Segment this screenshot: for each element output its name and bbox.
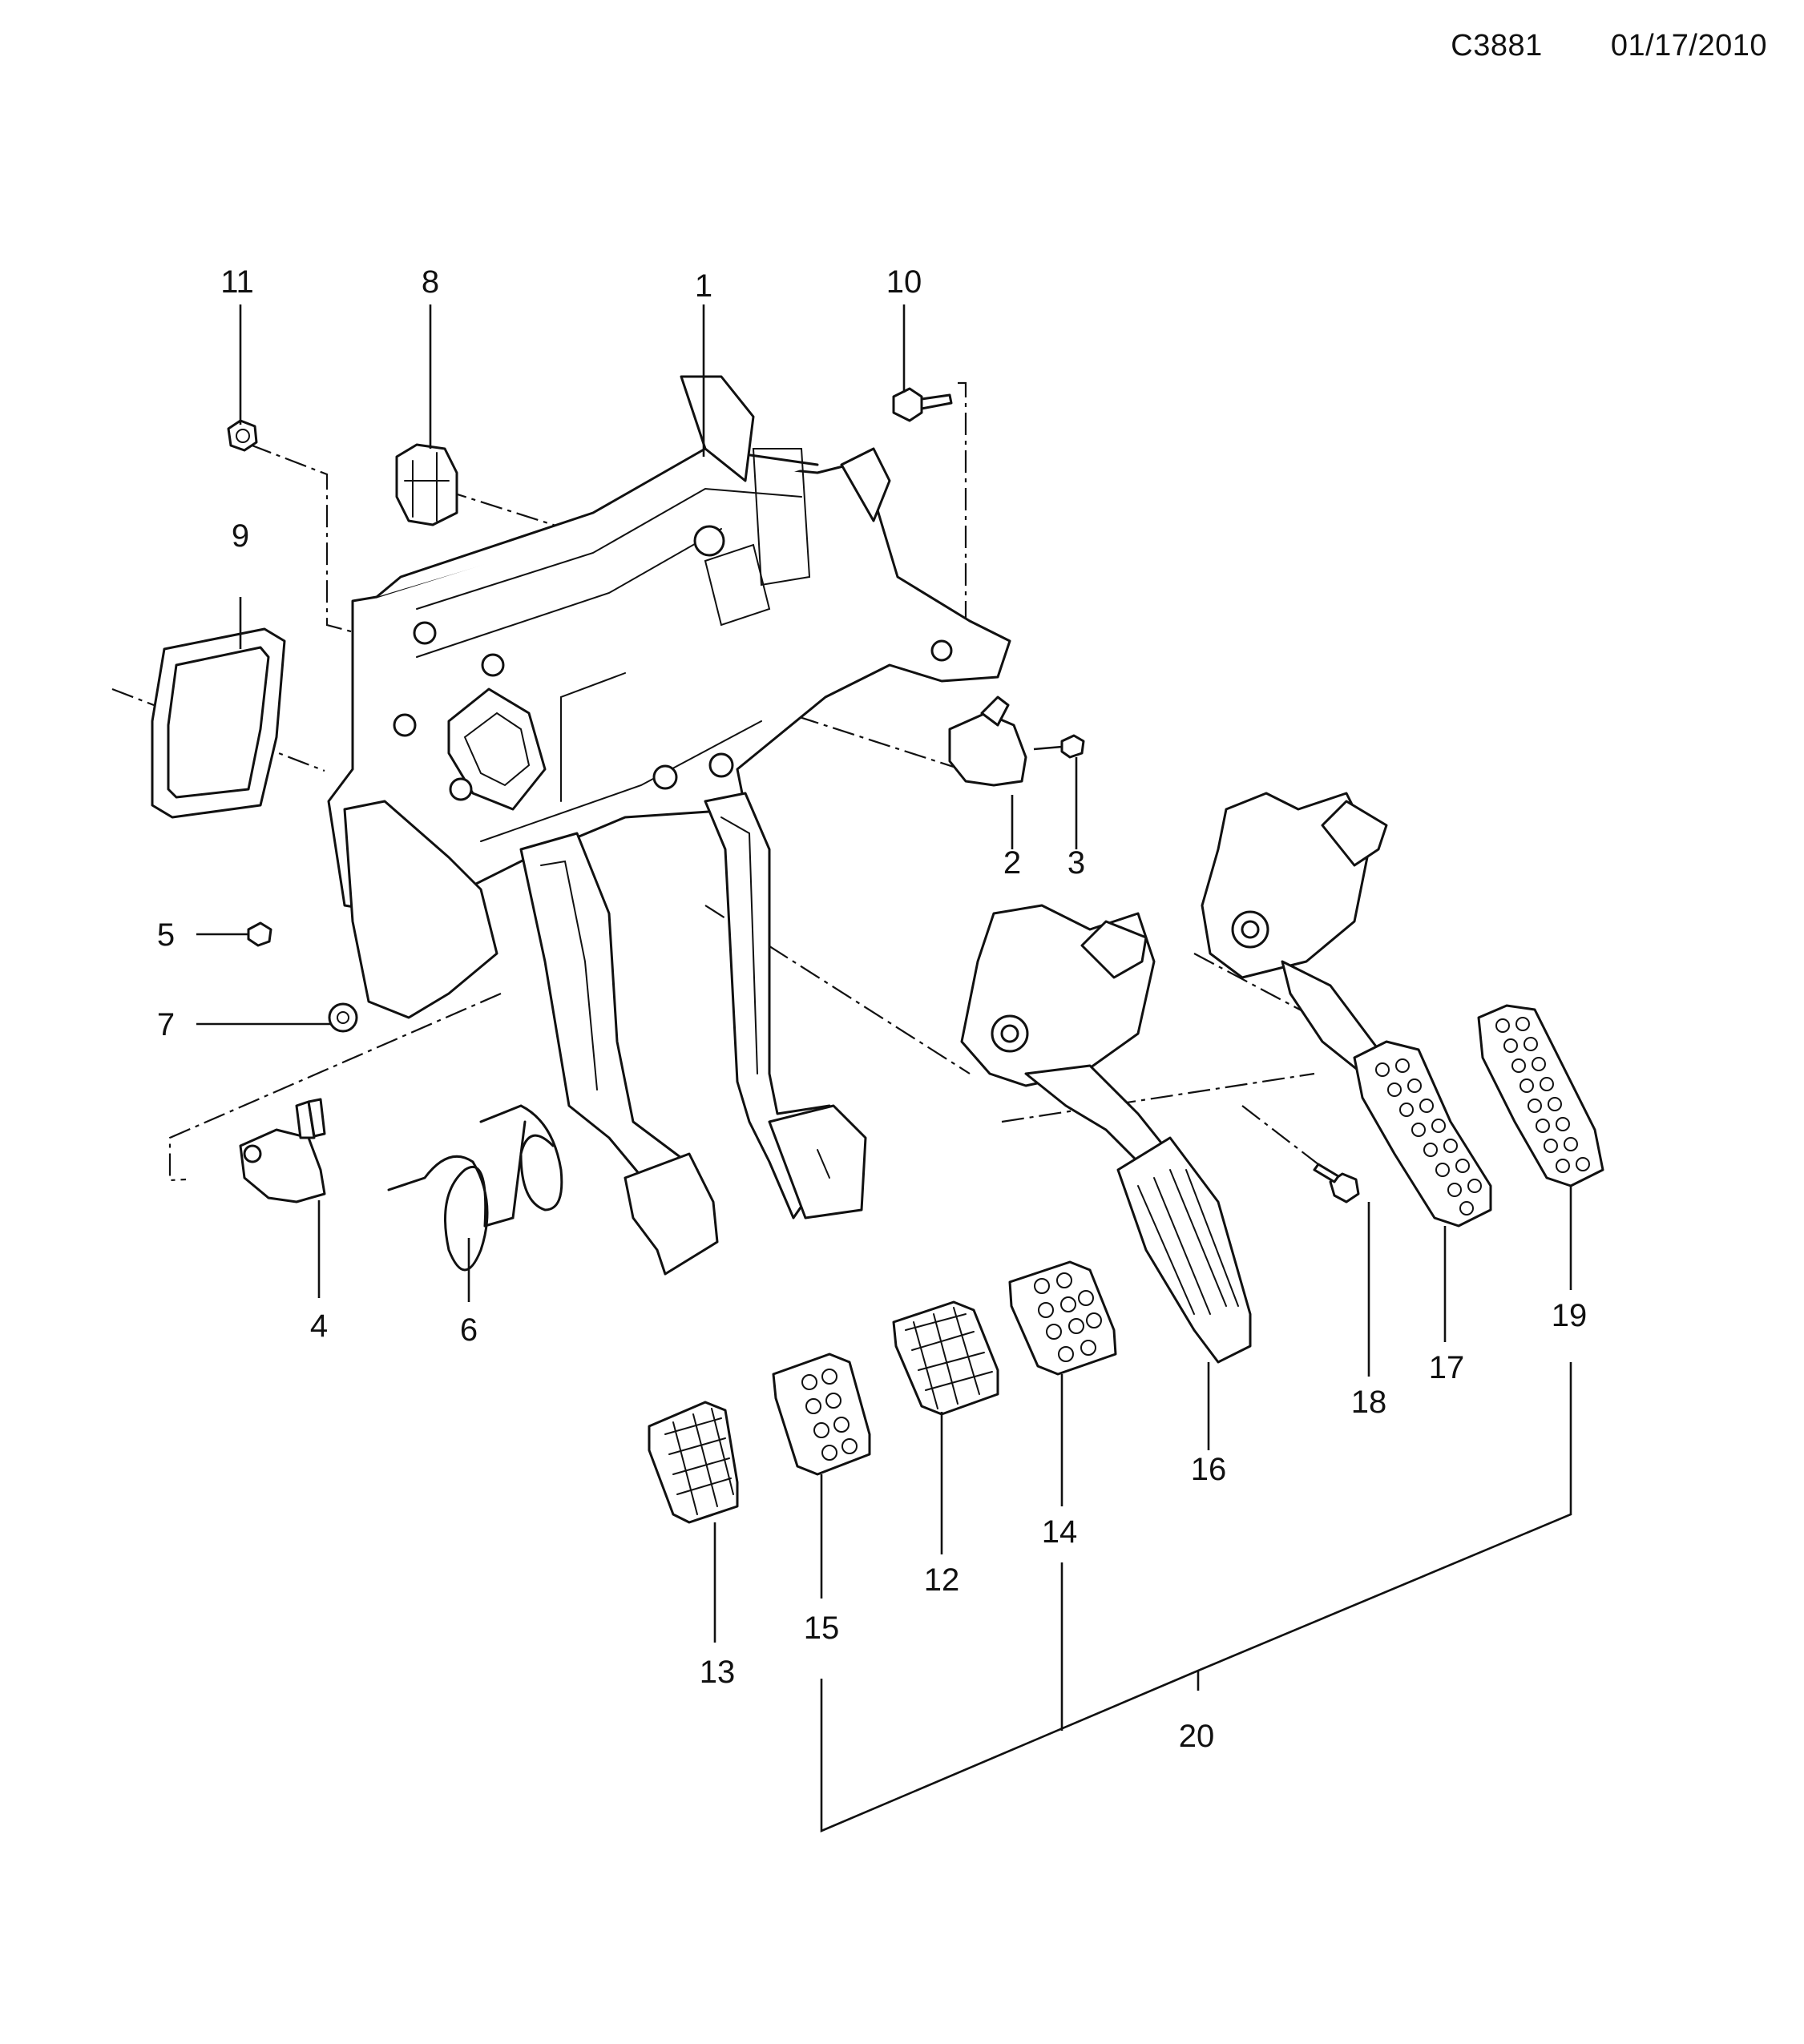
- leader-lines: [196, 304, 1572, 1832]
- middle-pedal-arm: [704, 792, 867, 1220]
- callout-7: 7: [157, 1007, 175, 1042]
- bolt-10: [892, 387, 953, 422]
- switch-4: [239, 1098, 326, 1203]
- clip-8: [395, 443, 458, 526]
- screw-3: [1033, 734, 1085, 759]
- assembly-lines: [111, 381, 1347, 1187]
- pedal-pad-15: [772, 1353, 871, 1476]
- accelerator-pedal-module-center: [960, 904, 1172, 1163]
- pedal-pad-14: [1008, 1260, 1117, 1376]
- callout-14: 14: [1042, 1514, 1078, 1550]
- gasket-9: [151, 627, 286, 819]
- screw-5: [247, 921, 272, 947]
- callout-10: 10: [886, 264, 922, 300]
- callout-labels: 1 2 3 4 5 6 7 8 9 10 11 12 13 14 15 16 1…: [157, 264, 1587, 1754]
- switch-2: [948, 695, 1027, 787]
- callout-18: 18: [1351, 1385, 1387, 1420]
- screw-18: [1313, 1163, 1360, 1203]
- accelerator-pedal-module-right: [1201, 792, 1388, 1075]
- callout-16: 16: [1191, 1452, 1227, 1487]
- callout-11: 11: [220, 264, 254, 300]
- callout-19: 19: [1552, 1298, 1588, 1333]
- callout-17: 17: [1429, 1350, 1465, 1385]
- pedal-pad-17: [1353, 1040, 1492, 1228]
- spring-6: [387, 1104, 563, 1272]
- callout-9: 9: [232, 518, 249, 554]
- callout-2: 2: [1003, 845, 1021, 881]
- drawing-code: C3881: [1451, 29, 1543, 62]
- pedal-pad-12: [892, 1300, 999, 1416]
- callout-4: 4: [310, 1308, 328, 1344]
- callout-20: 20: [1179, 1719, 1215, 1754]
- callout-6: 6: [460, 1312, 478, 1348]
- callout-1: 1: [695, 268, 712, 304]
- bumper-7: [328, 1002, 358, 1033]
- diagram-header: C3881 01/17/2010: [1391, 29, 1767, 63]
- callout-5: 5: [157, 917, 175, 953]
- callout-8: 8: [422, 264, 439, 300]
- accelerator-pedal-pad-16: [1116, 1136, 1252, 1364]
- drawing-date: 01/17/2010: [1610, 29, 1767, 62]
- callout-13: 13: [700, 1655, 736, 1690]
- callout-12: 12: [924, 1562, 960, 1598]
- left-pedal-arm: [519, 832, 719, 1276]
- callout-15: 15: [804, 1611, 840, 1646]
- nut-11: [227, 419, 258, 452]
- pedal-pad-19: [1477, 1004, 1604, 1187]
- pedal-box-bracket: [327, 375, 1011, 1019]
- callout-3: 3: [1067, 845, 1085, 881]
- pedal-pad-13: [648, 1401, 739, 1524]
